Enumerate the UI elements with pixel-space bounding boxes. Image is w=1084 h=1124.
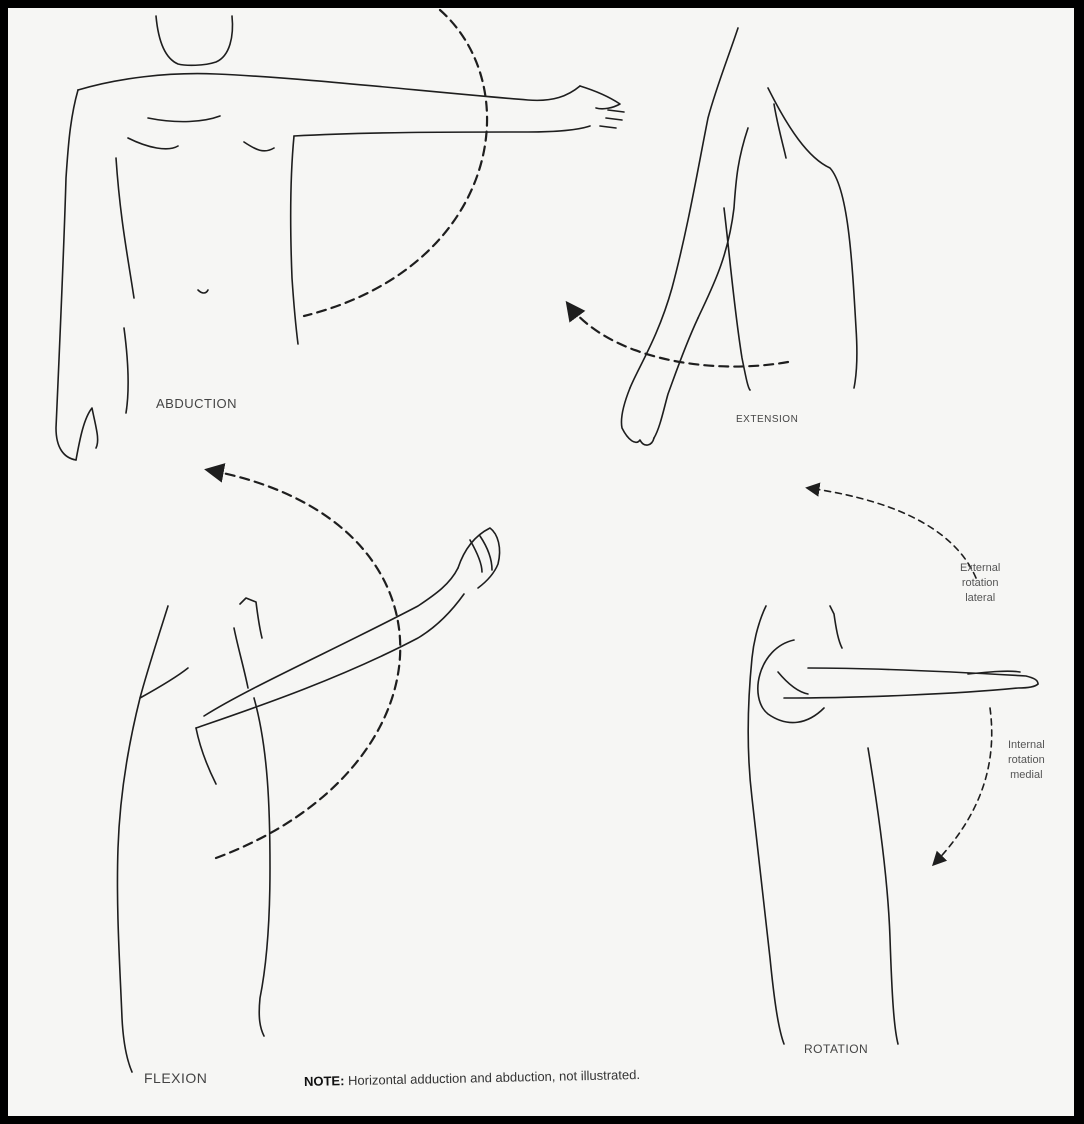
extension-label: EXTENSION [736, 414, 798, 425]
diagram-page: ABDUCTION EXTENSION FLEXION ROTATION Ext… [8, 8, 1074, 1116]
internal-rotation-arc-arrow [934, 708, 992, 864]
rotation-label: ROTATION [804, 1042, 868, 1056]
flexion-label: FLEXION [144, 1070, 207, 1086]
abduction-figure [56, 16, 624, 460]
shoulder-motions-illustration [8, 8, 1074, 1116]
abduction-label: ABDUCTION [156, 396, 237, 411]
external-rotation-arc-arrow [808, 488, 976, 578]
internal-rotation-annotation: Internal rotation medial [1008, 738, 1045, 783]
rotation-figure [748, 606, 1038, 1044]
extension-arc-arrow [568, 304, 788, 367]
note-prefix: NOTE: [304, 1073, 345, 1089]
external-rotation-annotation: External rotation lateral [960, 561, 1000, 606]
abduction-arc-arrow [304, 10, 487, 316]
extension-figure [621, 28, 856, 445]
flexion-figure [117, 528, 499, 1072]
flexion-arc-arrow [208, 470, 400, 858]
